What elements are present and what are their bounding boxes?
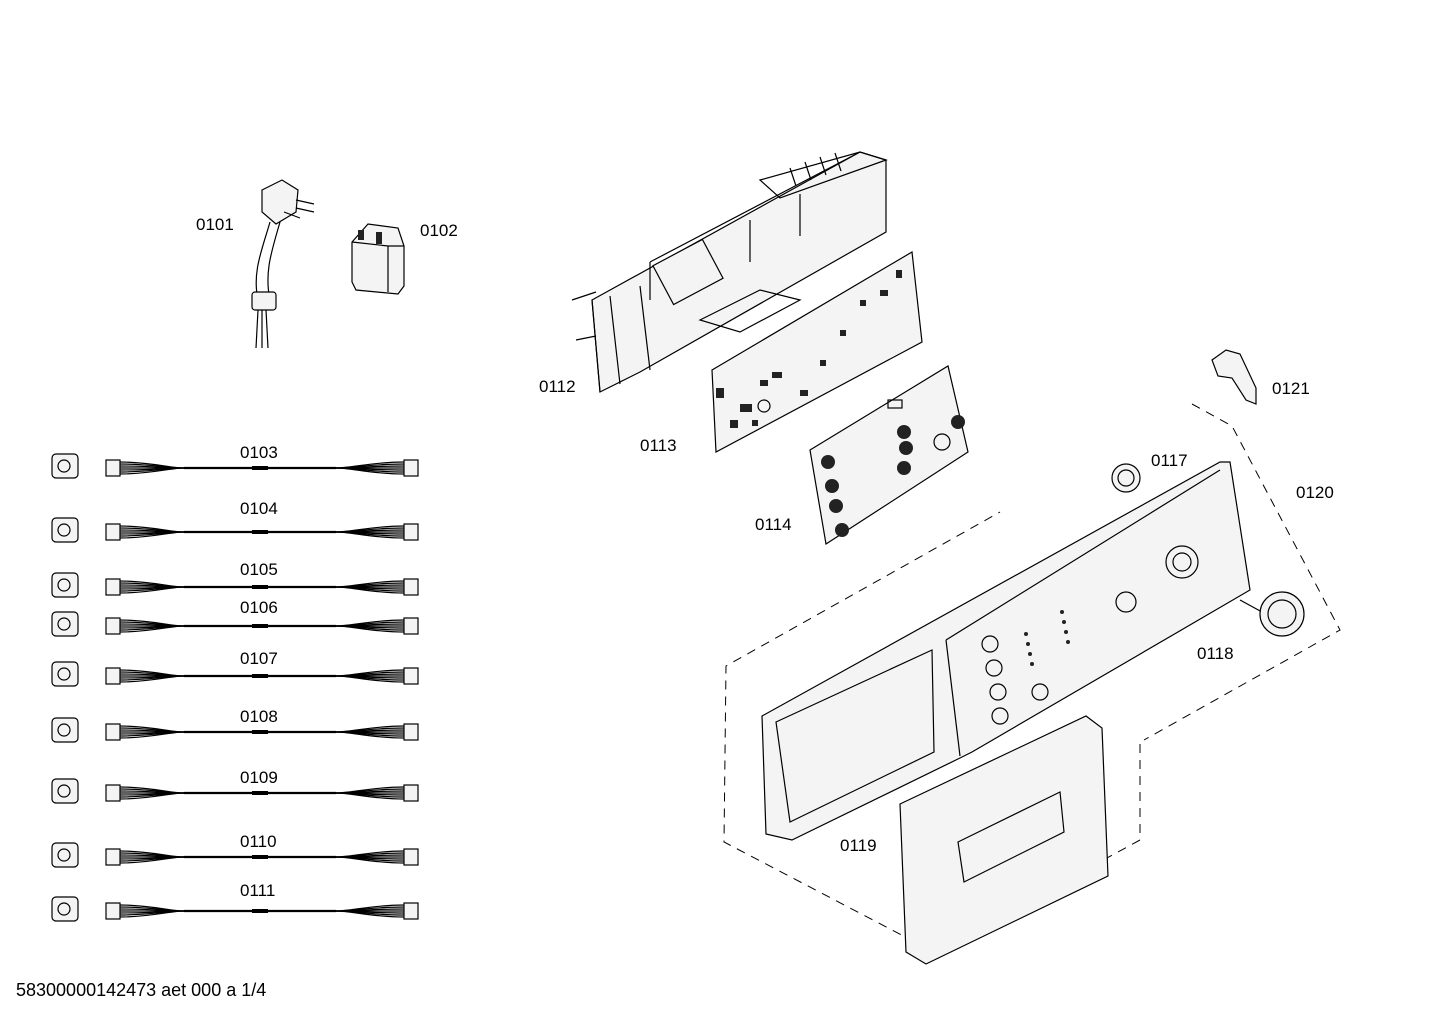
wiring-harness-0105 [51, 572, 419, 598]
part-label-0121: 0121 [1272, 379, 1310, 398]
harness-component-0110-icon [51, 842, 79, 868]
part-label-0117: 0117 [1151, 451, 1188, 470]
part-label-0111: 0111 [240, 881, 275, 900]
part-label-0120: 0120 [1296, 483, 1334, 502]
power-cord-plug-icon [251, 179, 315, 349]
dispenser-handle-icon [899, 715, 1109, 965]
part-label-0105: 0105 [240, 560, 278, 579]
harness-component-0107-icon [51, 661, 79, 687]
part-label-0101: 0101 [196, 215, 234, 234]
part-label-0109: 0109 [240, 768, 278, 787]
harness-component-0104-icon [51, 517, 79, 543]
part-label-0108: 0108 [240, 707, 278, 726]
control-module-housing-icon [571, 151, 888, 393]
wiring-harness-0109 [51, 778, 419, 804]
part-label-0112: 0112 [539, 377, 576, 396]
circuit-board-icon [711, 251, 923, 453]
harness-component-0103-icon [51, 453, 79, 479]
control-panel-fascia-icon [761, 461, 1251, 841]
wiring-harness-0106 [51, 611, 419, 637]
wiring-harness-0107 [51, 661, 419, 687]
harness-component-0108-icon [51, 717, 79, 743]
wiring-harness-0108 [51, 717, 419, 743]
part-label-0102: 0102 [420, 221, 458, 240]
part-number-labels: 0101 0102 0103 0104 0105 0106 0107 0108 … [196, 215, 1334, 900]
assembly-outline [723, 403, 1341, 953]
wiring-harness-0110 [51, 842, 419, 868]
document-footer-code: 58300000142473 aet 000 a 1/4 [16, 980, 267, 1000]
suppressor-filter-icon [351, 223, 405, 295]
indicator-lens-icon [1111, 463, 1141, 493]
harness-component-0106-icon [51, 611, 79, 637]
bracket-clip-icon [1211, 349, 1257, 405]
program-knob-icon [1239, 591, 1305, 637]
part-label-0107: 0107 [240, 649, 278, 668]
part-label-0106: 0106 [240, 598, 278, 617]
part-label-0114: 0114 [755, 515, 792, 534]
part-label-0119: 0119 [840, 836, 877, 855]
part-label-0104: 0104 [240, 499, 278, 518]
wiring-harness-0111 [51, 896, 419, 922]
harness-component-0111-icon [51, 896, 79, 922]
wiring-harness-0104 [51, 517, 419, 543]
wiring-harness-0103 [51, 453, 419, 479]
part-label-0113: 0113 [640, 436, 677, 455]
harness-component-0109-icon [51, 778, 79, 804]
harness-component-0105-icon [51, 572, 79, 598]
part-label-0110: 0110 [240, 832, 277, 851]
part-label-0103: 0103 [240, 443, 278, 462]
wiring-harness-list [51, 453, 419, 922]
part-label-0118: 0118 [1197, 644, 1234, 663]
control-board-icon [809, 365, 969, 545]
